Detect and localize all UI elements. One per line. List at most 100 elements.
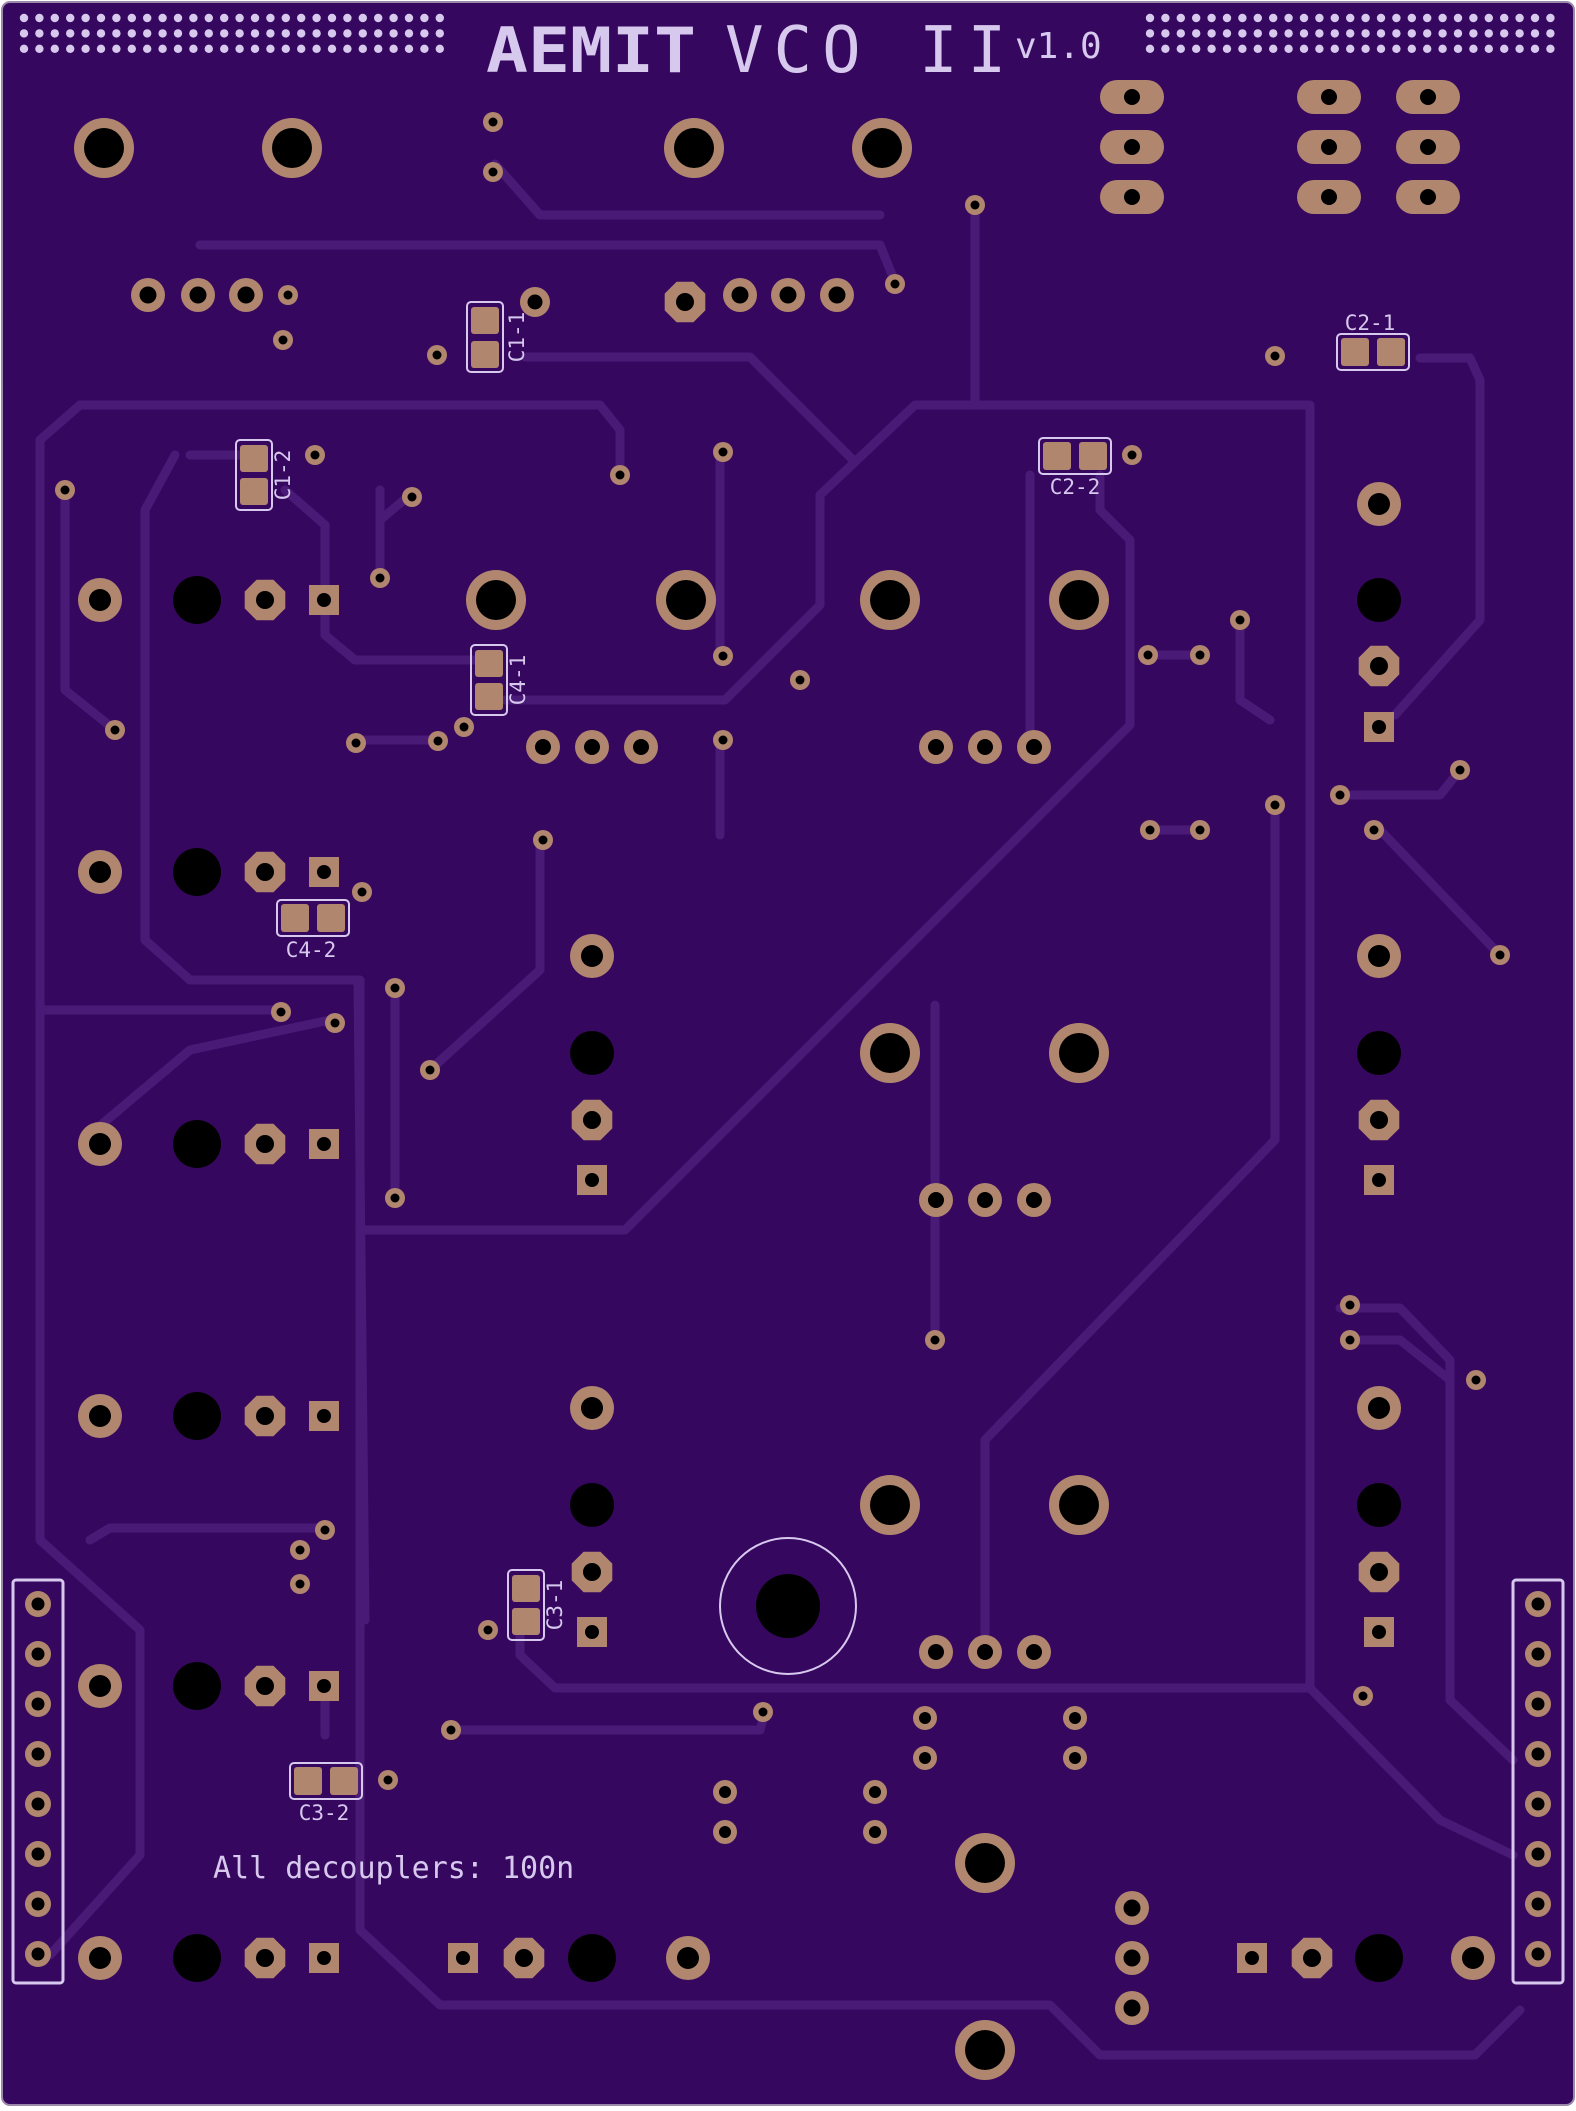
round-pad	[723, 278, 757, 312]
copper-trace	[60, 485, 120, 735]
silk-dot	[327, 29, 337, 38]
round-pad	[570, 934, 614, 978]
via	[352, 882, 372, 902]
via	[305, 445, 325, 465]
capacitor-label: C2-2	[1050, 475, 1101, 499]
silk-dot	[81, 44, 90, 53]
capacitor-c1-1: C1-1	[466, 301, 529, 373]
through-hole	[173, 576, 221, 624]
square-pad	[1364, 1165, 1394, 1195]
via	[483, 162, 503, 182]
via	[1466, 1370, 1486, 1390]
silk-dot	[358, 13, 367, 23]
round-pad	[913, 1706, 937, 1730]
silk-dot	[96, 44, 106, 53]
silk-dot	[374, 44, 383, 53]
via	[1364, 820, 1384, 840]
silk-dot	[66, 29, 75, 38]
board-name: VCO II	[725, 14, 1016, 88]
copper-trace	[1345, 1335, 1455, 1385]
pin-pad	[968, 1635, 1002, 1669]
silk-dot	[1515, 29, 1524, 38]
silk-dot	[1238, 13, 1247, 23]
via	[290, 1574, 310, 1594]
silk-dot	[1392, 29, 1401, 38]
round-pad	[78, 1122, 122, 1166]
via	[1450, 760, 1470, 780]
round-pad	[1115, 1891, 1149, 1925]
through-hole	[756, 1574, 820, 1638]
copper-trace	[490, 159, 885, 220]
square-pad	[309, 1943, 339, 1973]
silk-dot	[404, 44, 414, 53]
through-hole	[1357, 1031, 1401, 1075]
octagon-pad	[503, 1937, 545, 1979]
silk-dot	[297, 29, 306, 38]
copper-trace	[500, 400, 1315, 1693]
via	[1490, 945, 1510, 965]
silk-dot	[1145, 44, 1155, 53]
round-pad	[78, 1936, 122, 1980]
silk-dot	[1530, 44, 1540, 53]
jack-pad	[860, 1475, 920, 1535]
silk-dot	[1284, 29, 1293, 38]
via	[290, 1540, 310, 1560]
round-pad	[25, 1941, 51, 1967]
silk-dot	[127, 44, 136, 53]
round-pad	[520, 287, 550, 317]
via	[378, 1770, 398, 1790]
silk-dot	[1438, 13, 1447, 23]
board-version: v1.0	[1015, 26, 1102, 67]
silk-dot	[19, 29, 29, 38]
via	[1140, 820, 1160, 840]
silkscreen-title: AEMIT VCO II v1.0	[486, 14, 1102, 88]
silk-dot	[420, 13, 429, 23]
silk-dot	[1161, 29, 1170, 38]
silk-dot	[1207, 29, 1216, 38]
pin-pad	[968, 730, 1002, 764]
round-pad	[25, 1641, 51, 1667]
silk-dot	[374, 13, 383, 23]
jack-pad	[955, 2020, 1015, 2080]
through-hole	[570, 1031, 614, 1075]
copper-trace	[85, 1523, 325, 1545]
silk-dot	[1269, 13, 1278, 23]
via	[1340, 1295, 1360, 1315]
silk-dot	[1222, 13, 1232, 23]
silk-dot	[250, 13, 260, 23]
silk-dot	[343, 29, 352, 38]
through-hole	[173, 848, 221, 896]
silk-dot	[404, 13, 414, 23]
round-pad	[1525, 1841, 1551, 1867]
silk-dot	[327, 44, 337, 53]
silk-dot	[1361, 29, 1370, 38]
silk-dot	[1145, 13, 1155, 23]
silk-dot	[250, 44, 260, 53]
via	[713, 646, 733, 666]
capacitor-label: C4-1	[506, 655, 530, 706]
silk-dot	[189, 44, 198, 53]
capacitor-c4-1: C4-1	[470, 644, 530, 716]
through-hole	[1355, 1934, 1403, 1982]
silk-dot	[1469, 29, 1478, 38]
pin-pad	[575, 730, 609, 764]
silk-dot	[204, 13, 213, 23]
via	[385, 1188, 405, 1208]
via	[713, 442, 733, 462]
via	[1138, 645, 1158, 665]
silk-dot	[1376, 44, 1386, 53]
oval-pad	[1396, 180, 1460, 214]
oval-pad	[1100, 130, 1164, 164]
copper-trace	[195, 240, 900, 287]
jack-pad	[74, 118, 134, 178]
silk-dot	[312, 13, 321, 23]
silk-dot	[35, 44, 44, 53]
silk-dot	[1438, 44, 1447, 53]
silk-dot	[1453, 29, 1463, 38]
silk-dot	[1392, 13, 1401, 23]
round-pad	[570, 1386, 614, 1430]
through-hole	[568, 1934, 616, 1982]
capacitor-label: C1-1	[505, 312, 529, 363]
pin-pad	[919, 1183, 953, 1217]
